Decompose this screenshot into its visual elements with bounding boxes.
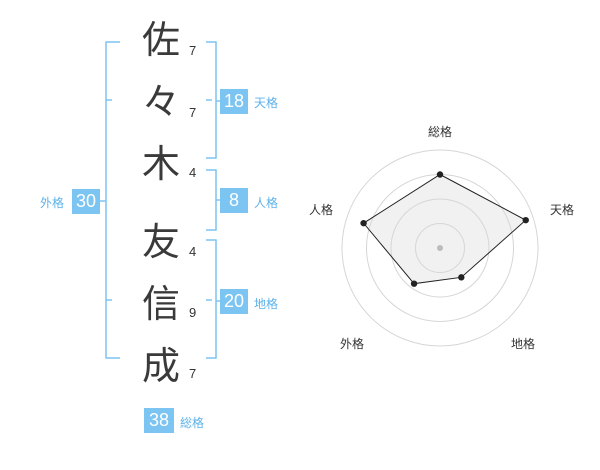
radar-label-soukaku: 総格 (428, 125, 453, 139)
gaikaku-label: 外格 (40, 196, 65, 210)
chikaku-bracket (206, 239, 217, 359)
radar-point-1 (436, 171, 444, 178)
tenkaku-bracket (206, 41, 217, 159)
soukaku-label: 総格 (180, 416, 205, 430)
radar-label-jinkaku: 人格 (309, 203, 334, 217)
radar-label-gaikaku: 外格 (340, 337, 365, 351)
radar-point-2 (522, 216, 529, 224)
radar-point-5 (360, 219, 367, 227)
radar-point-4 (410, 280, 418, 287)
soukaku-value: 38 (144, 408, 174, 433)
kanji-5: 信 (141, 282, 180, 326)
tenkaku-value: 18 (220, 89, 248, 114)
radar-point-3 (458, 274, 465, 281)
stroke-count-3: 4 (189, 165, 197, 180)
radar-label-tenkaku: 天格 (550, 203, 575, 217)
radar-grid-ring-2 (390, 198, 490, 298)
gaikaku-value: 30 (72, 189, 100, 214)
kanji-6: 成 (141, 344, 180, 388)
jinkaku-value: 8 (220, 188, 248, 213)
stroke-count-6: 7 (189, 366, 197, 381)
radar-grid-ring-1 (415, 223, 465, 273)
chikaku-value: 20 (220, 289, 248, 314)
radar-grid-ring-4 (341, 149, 539, 347)
radar-series-polygon (362, 173, 527, 285)
stroke-count-1: 7 (189, 43, 197, 58)
chikaku-label: 地格 (254, 297, 279, 311)
kanji-3: 木 (141, 142, 180, 186)
gaikaku-bracket (105, 41, 120, 359)
kanji-1: 佐 (141, 18, 180, 62)
jinkaku-label: 人格 (254, 196, 279, 210)
tenkaku-label: 天格 (254, 96, 279, 110)
radar-label-chikaku: 地格 (511, 337, 536, 351)
stroke-count-4: 4 (189, 244, 197, 259)
radar-center-dot (437, 245, 443, 251)
kanji-4: 友 (141, 220, 180, 264)
stroke-count-5: 9 (189, 305, 197, 320)
stroke-count-2: 7 (189, 105, 197, 120)
kanji-2: 々 (141, 80, 180, 124)
